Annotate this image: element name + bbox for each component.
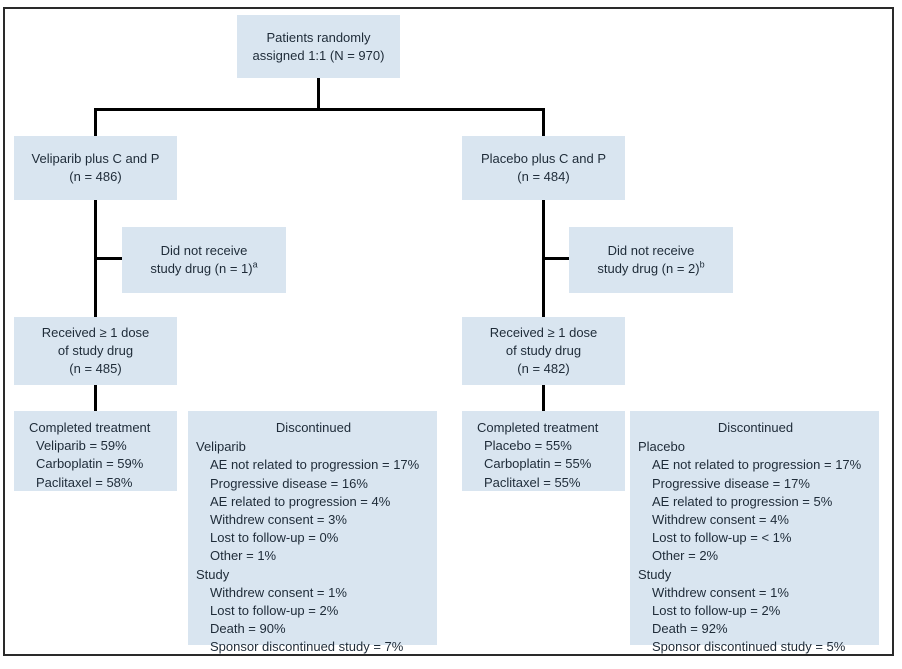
- right-completed-item: Placebo = 55%: [484, 438, 572, 454]
- connector-branch-horizontal: [94, 108, 545, 111]
- left-discontinued-item: AE not related to progression = 17%: [210, 457, 420, 473]
- box-randomized-text: Patients randomly assigned 1:1 (N = 970): [252, 29, 385, 63]
- box-right-arm-assigned-text: Placebo plus C and P (n = 484): [480, 151, 607, 184]
- box-right-arm-assigned: Placebo plus C and P (n = 484): [462, 136, 625, 200]
- box-left-received-text: Received ≥ 1 dose of study drug (n = 485…: [41, 325, 150, 376]
- box-right-discontinued: Discontinued Placebo AE not related to p…: [630, 411, 879, 654]
- connector-right-arm-drop: [542, 108, 545, 136]
- right-completed-title: Completed treatment: [477, 420, 599, 435]
- right-completed-item: Paclitaxel = 55%: [484, 474, 581, 490]
- left-discontinued-item: Withdrew consent = 3%: [210, 511, 347, 527]
- footnote-marker-b: b: [699, 259, 705, 270]
- left-discontinued-group2-label: Study: [196, 566, 230, 582]
- right-discontinued-item: Other = 2%: [652, 548, 719, 564]
- left-completed-item: Veliparib = 59%: [36, 438, 127, 454]
- connector-top-vertical: [317, 78, 320, 111]
- right-discontinued-item: AE related to progression = 5%: [652, 493, 833, 509]
- left-discontinued-item: Death = 90%: [210, 621, 286, 637]
- connector-right-bottom-vertical: [542, 385, 545, 411]
- left-discontinued-item: Lost to follow-up = 0%: [210, 530, 339, 546]
- left-discontinued-item: Other = 1%: [210, 548, 277, 564]
- box-right-not-received-text: Did not receive study drug (n = 2)b: [597, 243, 705, 276]
- right-discontinued-item: Withdrew consent = 1%: [652, 584, 789, 600]
- box-randomized: Patients randomly assigned 1:1 (N = 970): [237, 15, 400, 78]
- right-discontinued-item: AE not related to progression = 17%: [652, 457, 862, 473]
- left-discontinued-title: Discontinued: [275, 420, 352, 435]
- box-left-discontinued: Discontinued Veliparib AE not related to…: [188, 411, 437, 654]
- left-completed-title: Completed treatment: [29, 420, 151, 435]
- left-discontinued-item: Sponsor discontinued study = 7%: [210, 639, 404, 655]
- footnote-marker-a: a: [252, 259, 258, 270]
- connector-left-bottom-vertical: [94, 385, 97, 411]
- right-discontinued-title: Discontinued: [717, 420, 794, 435]
- right-discontinued-item: Withdrew consent = 4%: [652, 511, 789, 527]
- left-discontinued-item: Withdrew consent = 1%: [210, 584, 347, 600]
- right-discontinued-item: Death = 92%: [652, 621, 728, 637]
- right-completed-item: Carboplatin = 55%: [484, 456, 592, 472]
- box-left-completed: Completed treatment Veliparib = 59% Carb…: [14, 411, 177, 491]
- box-left-arm-assigned-text: Veliparib plus C and P (n = 486): [31, 151, 160, 184]
- box-right-not-received: Did not receive study drug (n = 2)b: [569, 227, 733, 293]
- connector-left-exclusion-stub: [94, 257, 122, 260]
- left-discontinued-item: Progressive disease = 16%: [210, 475, 368, 491]
- connector-right-exclusion-stub: [542, 257, 570, 260]
- box-left-received: Received ≥ 1 dose of study drug (n = 485…: [14, 317, 177, 385]
- right-discontinued-item: Lost to follow-up = < 1%: [652, 530, 792, 546]
- connector-left-arm-drop: [94, 108, 97, 136]
- right-discontinued-item: Lost to follow-up = 2%: [652, 602, 781, 618]
- left-completed-item: Carboplatin = 59%: [36, 456, 144, 472]
- box-left-not-received: Did not receive study drug (n = 1)a: [122, 227, 286, 293]
- right-discontinued-group2-label: Study: [638, 566, 672, 582]
- right-discontinued-group1-label: Placebo: [638, 439, 685, 455]
- left-completed-item: Paclitaxel = 58%: [36, 474, 133, 490]
- left-discontinued-item: Lost to follow-up = 2%: [210, 602, 339, 618]
- box-right-received-text: Received ≥ 1 dose of study drug (n = 482…: [489, 325, 598, 376]
- box-right-received: Received ≥ 1 dose of study drug (n = 482…: [462, 317, 625, 385]
- box-left-arm-assigned: Veliparib plus C and P (n = 486): [14, 136, 177, 200]
- right-discontinued-item: Progressive disease = 17%: [652, 475, 810, 491]
- left-discontinued-group1-label: Veliparib: [196, 439, 246, 455]
- box-right-completed: Completed treatment Placebo = 55% Carbop…: [462, 411, 625, 491]
- left-discontinued-item: AE related to progression = 4%: [210, 493, 391, 509]
- box-left-not-received-text: Did not receive study drug (n = 1)a: [150, 243, 258, 276]
- right-discontinued-item: Sponsor discontinued study = 5%: [652, 639, 846, 655]
